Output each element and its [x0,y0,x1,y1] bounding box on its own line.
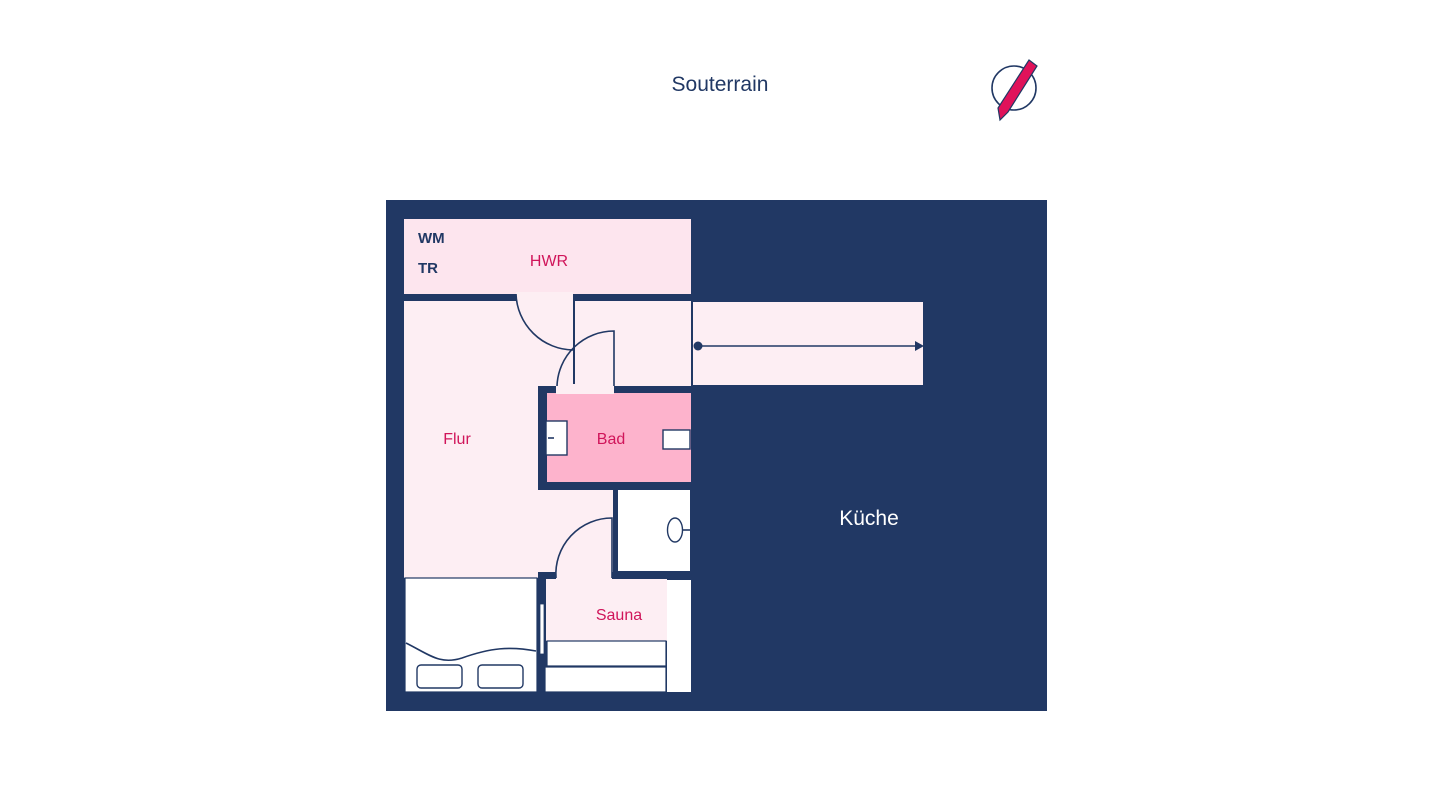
door-swing [556,330,615,387]
toilet-icon [666,517,684,543]
room-label-sauna: Sauna [596,607,642,624]
door-opening [516,292,573,302]
dryer-label: TR [418,260,438,277]
sauna-oven [667,580,691,692]
corridor-lower [536,490,613,572]
room-flur [404,301,538,578]
room-sauna [546,579,667,641]
washing-machine-label: WM [418,230,445,247]
door-opening [556,570,612,580]
bed [404,577,538,693]
door-swing [515,293,574,351]
room-label-kueche: Küche [839,507,899,530]
room-label-bad: Bad [597,431,625,448]
room-hwr [404,219,691,294]
stairs [693,302,924,385]
wall-line [573,294,575,386]
sauna-bench [546,640,667,667]
floor-title: Souterrain [672,73,769,96]
sauna-bench [544,666,667,693]
north-arrow-icon [991,59,1038,122]
window [539,603,545,655]
room-label-hwr: HWR [530,253,568,270]
bathtub-icon [662,429,691,450]
room-label-flur: Flur [443,431,471,448]
door-swing [555,517,613,579]
door-opening [556,384,614,394]
sink [545,420,568,456]
